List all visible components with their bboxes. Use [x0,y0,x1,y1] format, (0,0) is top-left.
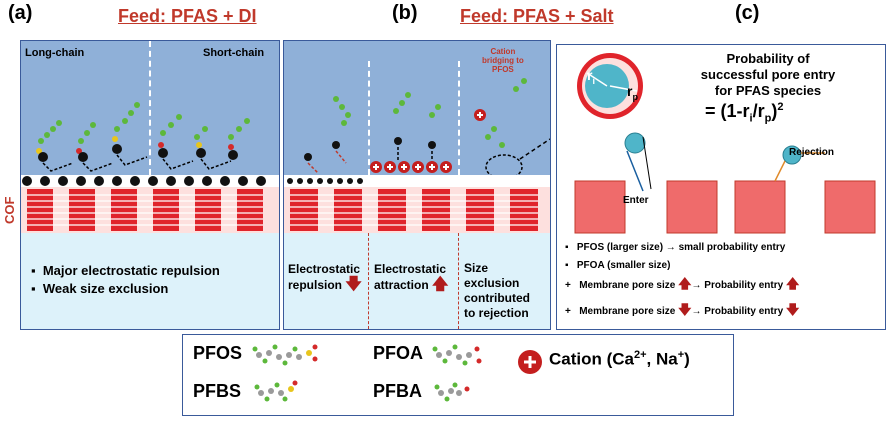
cof-membrane [21,175,279,233]
ri-label: ri [587,67,595,86]
divider-b1 [368,61,370,175]
bullet-repulsion-text: Major electrostatic repulsion [42,263,220,278]
down-arrow-icon: 🡇 [678,302,692,317]
cof-pore-walls [27,189,263,231]
panel-b: Cation bridging to PFOS [283,40,551,330]
col2-text: Electrostatic attraction 🡅 [374,261,448,293]
col2-line2: attraction 🡅 [374,276,449,293]
permeate-region-b [284,233,550,329]
probability-title: Probability of successful pore entry for… [657,51,879,99]
legend-pfbs: PFBS [193,381,242,401]
note-pfos: ▪ PFOS (larger size) → small probability… [565,242,786,253]
divider-b2 [458,61,460,175]
legend-pfoa: PFOA [373,343,424,363]
panel-c-label: (c) [735,2,760,24]
short-chain-label: Short-chain [203,47,265,59]
pore-notes: ▪ PFOS (larger size) → small probability… [565,239,799,321]
cof-label-text: COF [2,196,17,224]
pore-entry-diagram [574,132,876,234]
pfas-molecules-a [36,102,250,172]
title-line3: for PFAS species [714,83,822,98]
cation-bridging-note: Cation bridging to PFOS [482,47,524,74]
long-chain-label: Long-chain [25,47,85,59]
cof-membrane-svg [21,176,279,233]
cation-note-line3: PFOS [491,65,514,74]
cation-legend-text: Cation (Ca2+, Na+) [549,349,690,369]
note-pore-increase: + Membrane pore size 🡅→ Probability entr… [565,276,800,291]
divider-b4 [458,233,459,329]
molecule-legend: PFOS PFBS PFOA PFBA Cation (Ca2+, Na+) [182,334,734,416]
note-pfoa: ▪ PFOA (smaller size) [565,260,671,271]
cof-membrane-b [284,175,550,233]
rejection-label: Rejection [789,147,835,158]
panel-a-label: (a) [8,2,33,24]
col2-line1: Electrostatic [374,262,447,276]
title-line1: Probability of [726,51,810,66]
up-arrow-icon: 🡅 [785,276,800,291]
divider-b3 [368,233,369,329]
cation-note-line2: bridging to [482,56,524,65]
col1-text: Electrostatic repulsion 🡇 [288,261,362,293]
panel-a-feed-title: Feed: PFAS + DI [118,6,257,26]
bullet-size-exclusion: ▪ Weak size exclusion [31,281,169,296]
permeate-region [21,233,279,329]
enter-label: Enter [623,195,649,206]
feed-water-region-b [284,41,550,175]
cof-label: COF [0,186,18,226]
legend-pfos: PFOS [193,343,243,363]
probability-formula: = (1-ri/rp)2 [705,101,784,125]
col3-text: Size exclusion contributed to rejection [464,261,530,321]
cof-membrane-b-svg [284,178,550,233]
legend-molecule-icons-2 [432,344,482,402]
pfas-molecules-b [304,78,550,175]
legend-molecule-icons [252,344,318,402]
panel-a: Long-chain Short-chain [20,40,280,330]
bullet-size-exclusion-text: Weak size exclusion [42,281,169,296]
panel-c: ri rp Probability of successful pore ent… [556,44,886,330]
note-pore-decrease: + Membrane pore size 🡇→ Probability entr… [565,302,800,317]
col1-line1: Electrostatic [288,262,361,276]
panel-b-feed-title: Feed: PFAS + Salt [460,6,614,26]
bullet-repulsion: ▪ Major electrostatic repulsion [31,263,220,278]
legend-pfba: PFBA [373,381,422,401]
pfos-molecule [38,102,250,144]
cation-row [370,109,486,173]
col3-line2: exclusion [464,276,520,290]
panel-b-label: (b) [392,2,418,24]
cation-icon [518,350,542,374]
down-arrow-icon: 🡇 [345,276,362,293]
rp-label: rp [627,83,638,102]
col3-line3: contributed [464,291,530,305]
col1-line2: repulsion 🡇 [288,276,362,293]
up-arrow-icon: 🡅 [678,276,692,291]
title-line2: successful pore entry [700,67,836,82]
pore-circle-diagram [577,53,643,119]
down-arrow-icon: 🡇 [785,302,800,317]
col3-line1: Size [464,261,489,275]
up-arrow-icon: 🡅 [432,276,449,293]
chain-divider [149,41,151,175]
cation-note-line1: Cation [490,47,516,56]
col3-line4: to rejection [464,306,529,320]
